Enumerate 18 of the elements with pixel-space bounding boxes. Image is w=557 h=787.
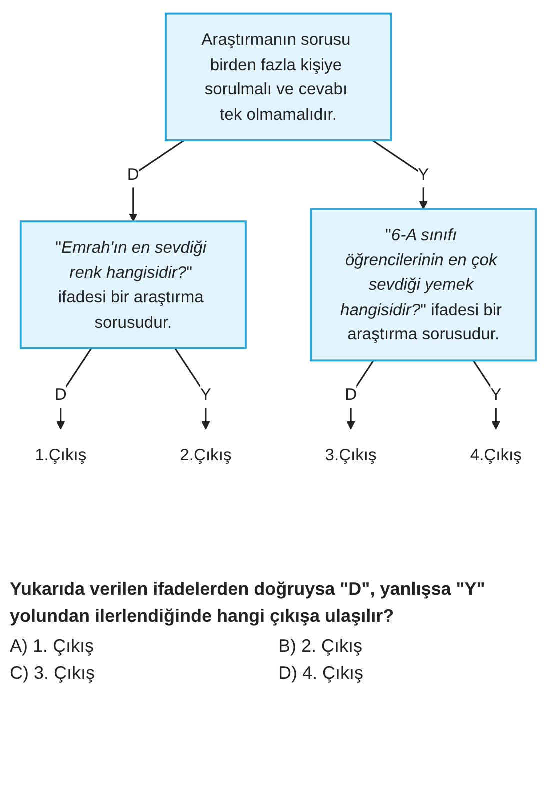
edge-label: D <box>127 165 140 184</box>
edge-label: Y <box>490 386 502 404</box>
answer-option: B) 2. Çıkış <box>278 636 363 657</box>
edge-label: Y <box>200 386 212 404</box>
edge-label: D <box>345 386 358 404</box>
node-box: "6-A sınıfı öğrencilerinin en çok sevdiği yemek hangisidir?" ifadesi bir araştırma sorusudur. <box>310 208 538 362</box>
answer-option: C) 3. Çıkış <box>10 663 96 684</box>
answer-option: D) 4. Çıkış <box>278 663 364 684</box>
node-text: 1.Çıkış <box>35 446 87 464</box>
answer-option: A) 1. Çıkış <box>10 636 94 657</box>
edge-label: D <box>54 386 67 404</box>
node-text: 2.Çıkış <box>180 446 232 464</box>
node-text: 4.Çıkış <box>470 446 522 464</box>
edge-label: Y <box>418 165 430 184</box>
question-text: Yukarıda verilen ifadelerden doğruysa "D", yanlışsa "Y" yolundan ilerlendiğinde hangi çıkışa ulaşılır? <box>10 578 486 628</box>
node-box: "Emrah'ın en sevdiği renk hangisidir?" ifadesi bir araştırma sorusudur. <box>20 220 247 350</box>
node-box: Araştırmanın sorusu birden fazla kişiye sorulmalı ve cevabı tek olmamalıdır. <box>164 12 392 142</box>
node-text: 3.Çıkış <box>325 446 377 464</box>
